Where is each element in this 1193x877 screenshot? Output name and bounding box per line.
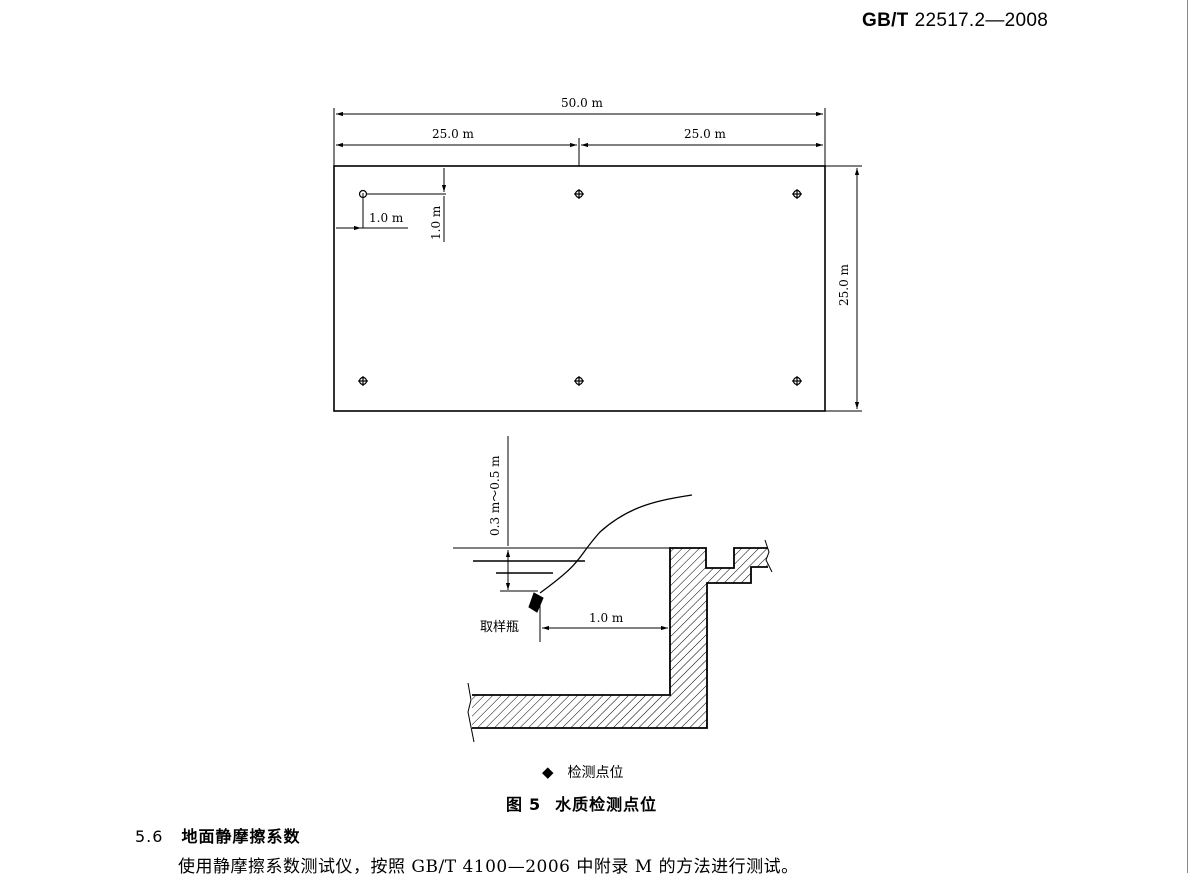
detection-point	[574, 376, 584, 386]
detection-point	[574, 189, 584, 199]
section-title: 地面静摩擦系数	[181, 827, 301, 846]
dim-total-label: 50.0 m	[561, 96, 604, 110]
page-edge-rule	[1187, 0, 1188, 873]
dim-offset-x-label: 1.0 m	[369, 211, 404, 225]
caption-number: 5	[529, 795, 542, 814]
section-number: 5.6	[135, 827, 164, 846]
pool-section	[453, 436, 773, 743]
legend-text: 检测点位	[567, 765, 624, 781]
detection-point	[792, 189, 802, 199]
standard-number: 22517.2—2008	[914, 10, 1049, 31]
dim-side-label: 25.0 m	[837, 263, 851, 306]
body-paragraph: 使用静摩擦系数测试仪，按照 GB/T 4100—2006 中附录 M 的方法进行…	[178, 857, 799, 877]
dim-left-label: 25.0 m	[432, 127, 475, 141]
pool-outline	[333, 165, 826, 412]
detection-points	[358, 189, 802, 386]
pool-plan	[333, 108, 862, 412]
depth-label: 0.3 m～0.5 m	[488, 455, 502, 536]
detection-point	[792, 376, 802, 386]
section-heading: 5.6 地面静摩擦系数	[135, 823, 300, 847]
sampling-bottle	[528, 592, 544, 613]
distance-label: 1.0 m	[589, 611, 624, 625]
standard-prefix: GB/T	[862, 10, 909, 31]
detection-point	[358, 189, 368, 199]
dim-offset-y-label: 1.0 m	[429, 205, 443, 240]
detection-point	[358, 376, 368, 386]
bottle-label: 取样瓶	[480, 620, 519, 635]
diamond-icon: ◆	[542, 763, 554, 781]
dim-right-label: 25.0 m	[684, 127, 727, 141]
figure-legend: ◆ 检测点位	[542, 762, 624, 782]
caption-title: 水质检测点位	[555, 795, 658, 814]
sampling-rod	[539, 494, 693, 594]
caption-prefix: 图	[506, 795, 524, 814]
